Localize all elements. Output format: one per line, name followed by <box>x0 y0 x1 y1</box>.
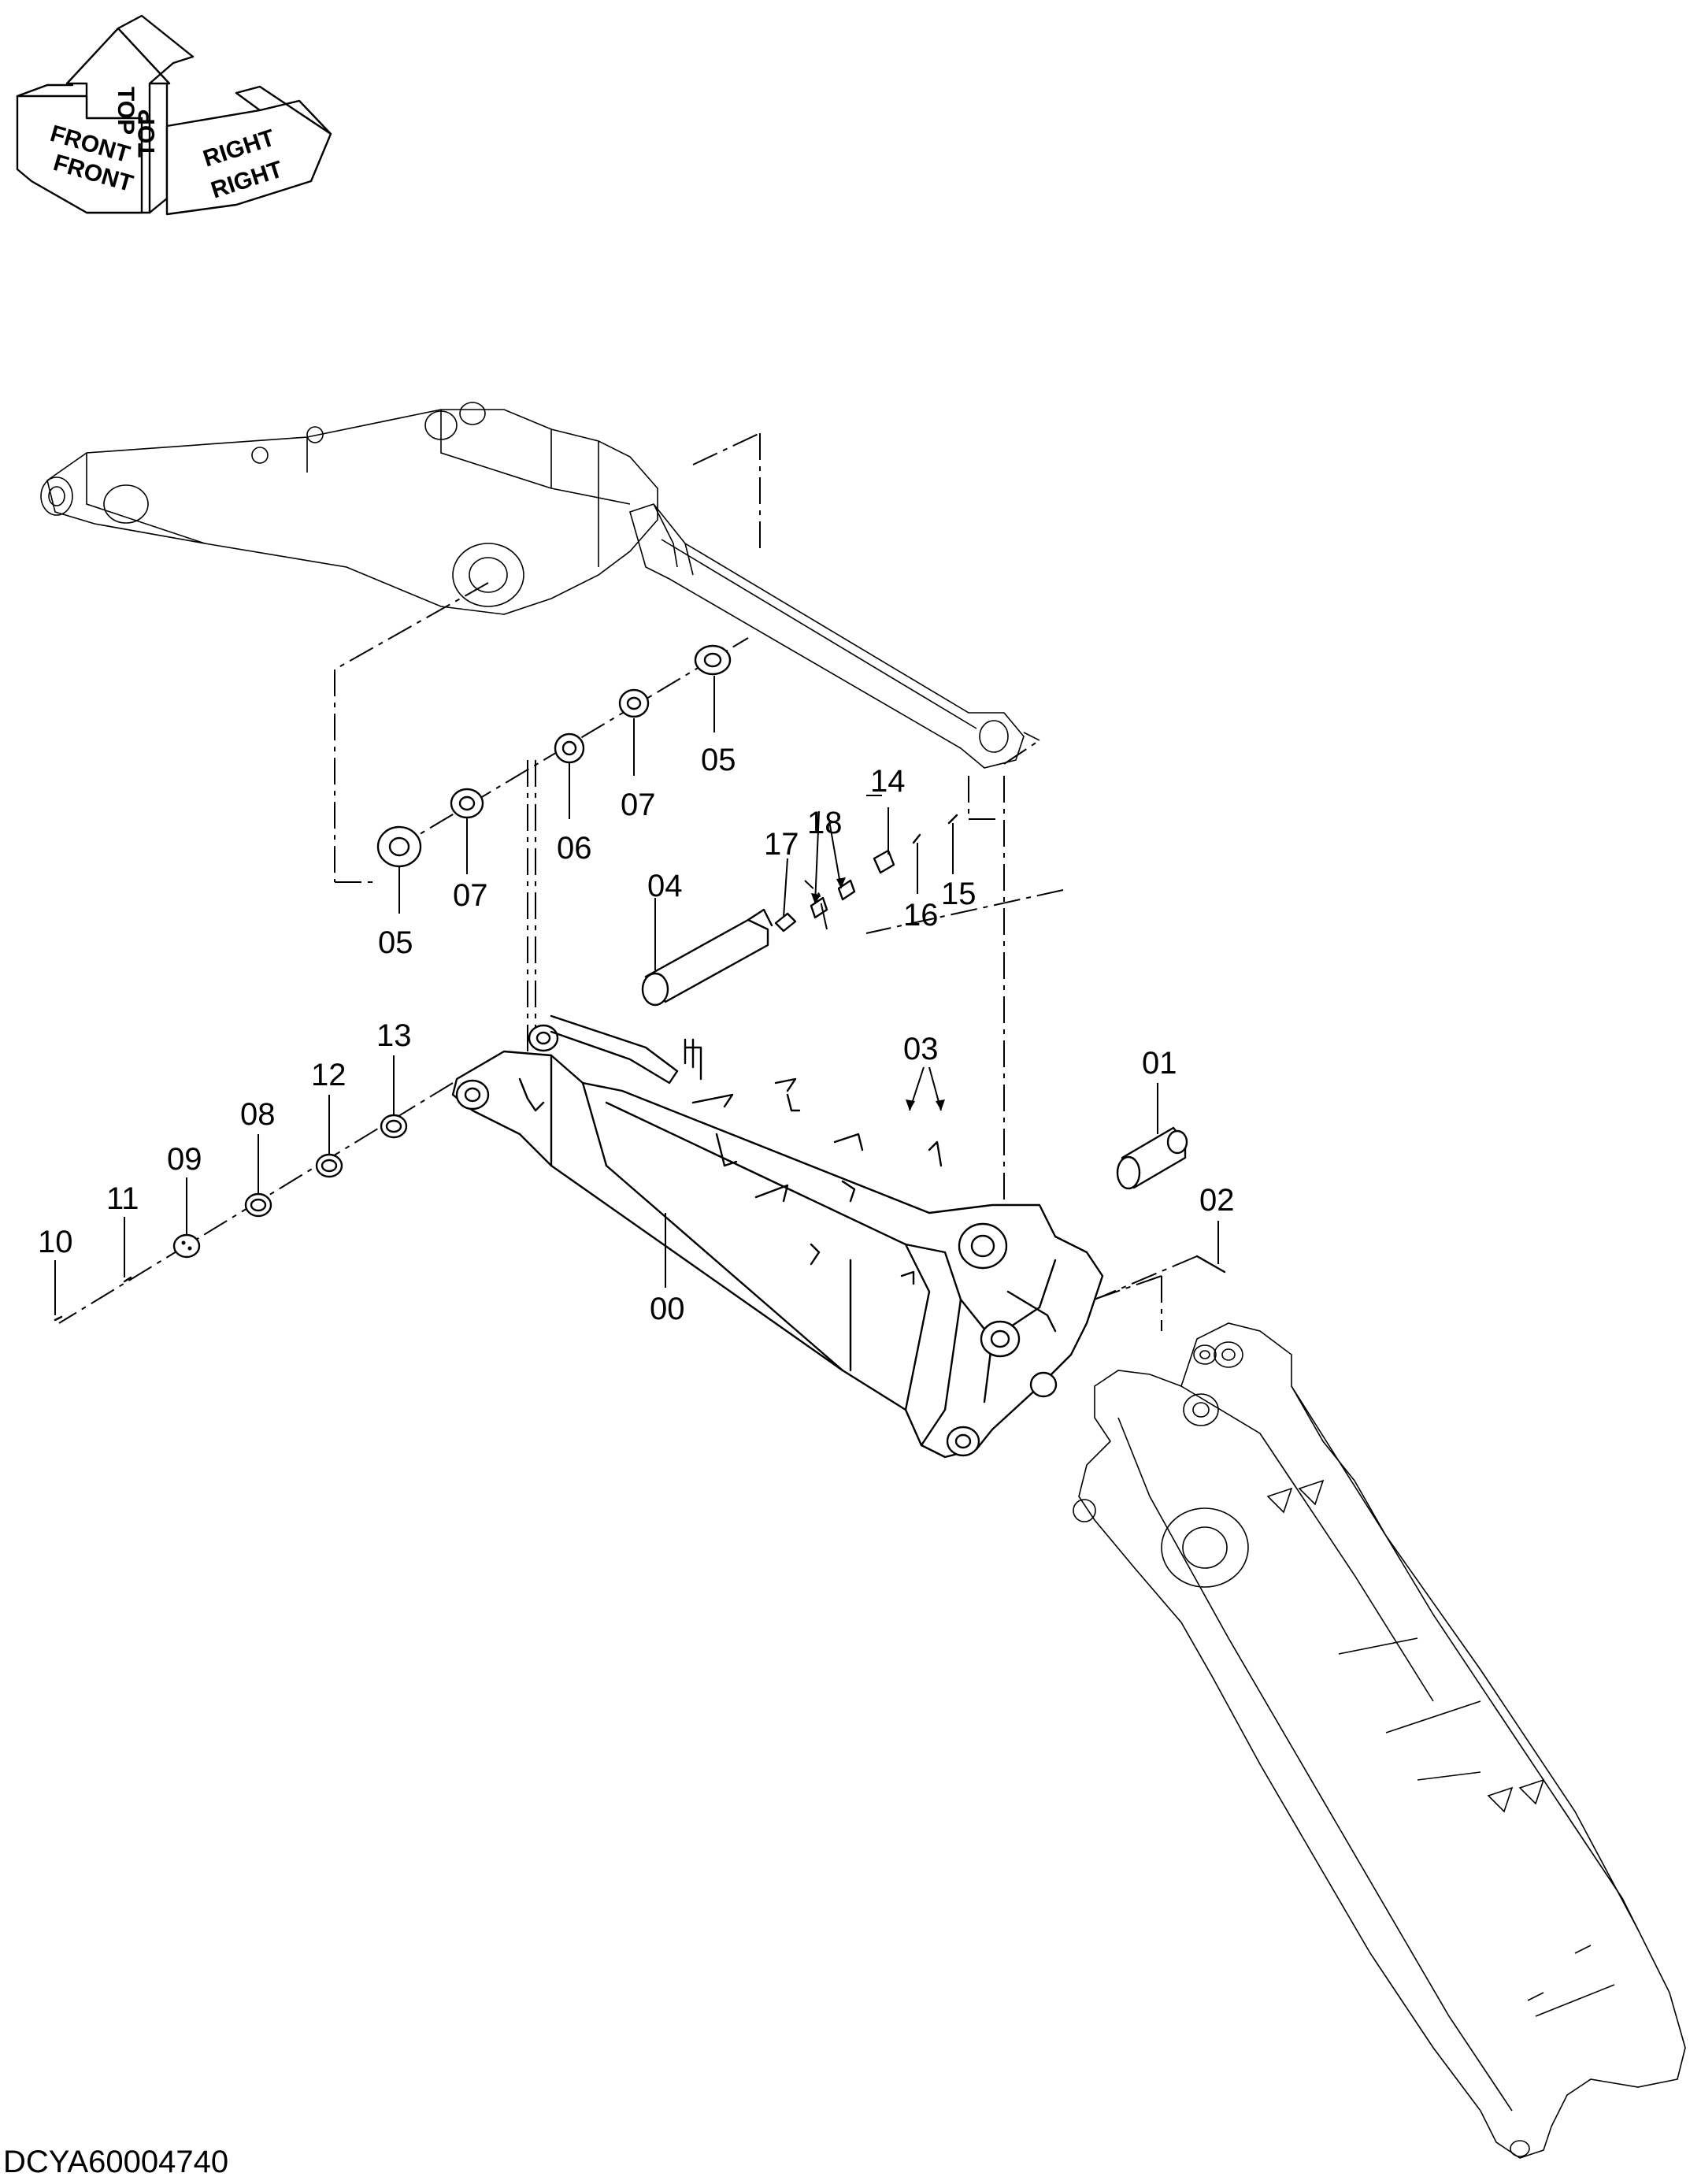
callout-16: 16 <box>903 898 939 933</box>
callout-17: 17 <box>764 827 799 862</box>
callout-15: 15 <box>941 877 976 911</box>
orient-top-right: TOP <box>134 109 160 158</box>
parts <box>54 644 1226 1322</box>
callout-13: 13 <box>376 1018 412 1053</box>
callout-18: 18 <box>807 806 843 840</box>
callout-labels: 05 07 06 07 05 14 18 17 15 16 04 03 01 0… <box>38 743 1235 1326</box>
callout-12: 12 <box>311 1058 346 1092</box>
arm-assembly-00 <box>451 1014 1104 1459</box>
orient-top-left: TOP <box>113 87 139 135</box>
callout-00: 00 <box>650 1292 685 1326</box>
callout-01: 01 <box>1142 1046 1177 1081</box>
callout-07-right: 07 <box>621 788 656 822</box>
callout-07-left: 07 <box>453 878 488 913</box>
callout-11: 11 <box>106 1181 139 1216</box>
arrowheads <box>811 877 945 1111</box>
boom <box>1073 1322 1686 2159</box>
callout-06: 06 <box>557 831 592 866</box>
orientation-symbol: FRONT FRONT TOP TOP RIGHT RIGHT <box>16 14 332 216</box>
callout-14: 14 <box>870 764 906 799</box>
drawing-code: DCYA60004740 <box>3 2145 228 2179</box>
callout-05-left: 05 <box>378 925 413 960</box>
callout-03: 03 <box>903 1032 939 1066</box>
callout-02: 02 <box>1199 1183 1235 1218</box>
callout-09: 09 <box>167 1142 202 1177</box>
upper-arm-assembly <box>40 402 1040 769</box>
callout-10: 10 <box>38 1225 73 1259</box>
callout-05-right: 05 <box>701 743 736 777</box>
callout-08: 08 <box>240 1097 276 1132</box>
callout-04: 04 <box>647 869 683 903</box>
